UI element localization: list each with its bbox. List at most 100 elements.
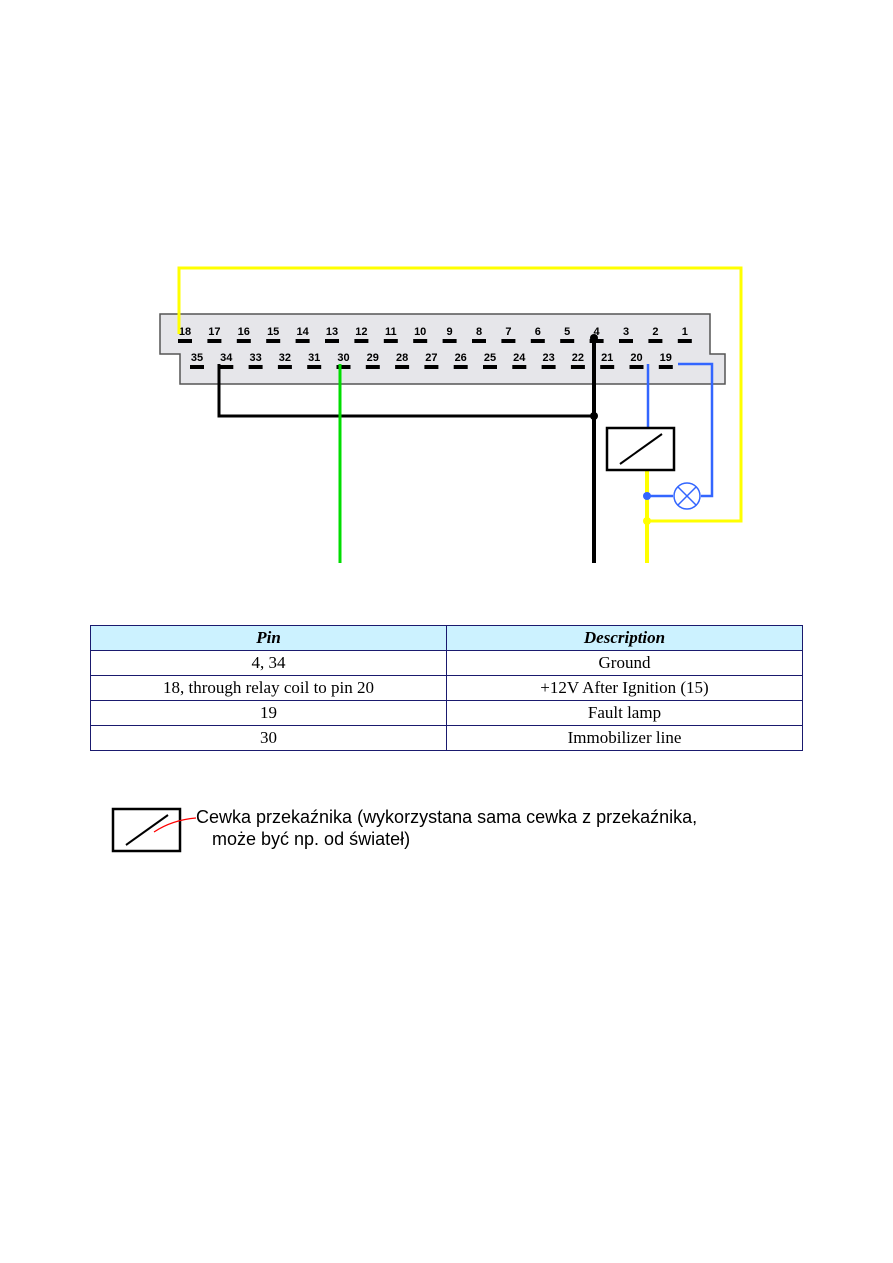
legend-pointer xyxy=(153,817,197,833)
connector-body xyxy=(159,313,726,385)
top-pin-bar-6 xyxy=(530,339,545,343)
ground-wire-34 xyxy=(217,364,594,418)
top-pin-bar-3 xyxy=(619,339,633,343)
top-pin-13: 13 xyxy=(326,326,338,338)
cell-pin: 19 xyxy=(90,700,447,726)
top-pin-bar-2 xyxy=(648,339,663,343)
legend-relay-coil xyxy=(111,807,197,853)
top-pin-18: 18 xyxy=(179,326,191,338)
bottom-pin-bar-23 xyxy=(541,365,556,369)
bottom-pin-bar-26 xyxy=(453,365,468,369)
bottom-pin-bar-29 xyxy=(365,365,380,369)
top-pin-5: 5 xyxy=(564,326,570,338)
bottom-pin-bar-34 xyxy=(219,365,234,369)
cell-pin: 4, 34 xyxy=(90,650,447,676)
bottom-pin-30: 30 xyxy=(337,352,349,364)
bottom-pin-bar-19 xyxy=(658,365,673,369)
table-row: 18, through relay coil to pin 20 +12V Af… xyxy=(90,675,803,701)
lamp-junction xyxy=(643,492,651,500)
bottom-pin-bar-20 xyxy=(629,365,644,369)
table-row: 19 Fault lamp xyxy=(90,700,803,726)
top-pin-bar-15 xyxy=(266,339,281,343)
bottom-pin-bar-24 xyxy=(512,365,527,369)
top-pin-17: 17 xyxy=(208,326,220,338)
top-pin-bar-10 xyxy=(413,339,428,343)
ignition-junction xyxy=(643,517,651,525)
header-description: Description xyxy=(446,625,803,651)
header-pin: Pin xyxy=(90,625,447,651)
bottom-pin-19: 19 xyxy=(660,352,672,364)
bottom-pin-22: 22 xyxy=(572,352,584,364)
bottom-pin-bar-35 xyxy=(190,365,204,369)
table-row: 30 Immobilizer line xyxy=(90,725,803,751)
legend-caption: Cewka przekaźnika (wykorzystana sama cew… xyxy=(196,806,697,850)
top-pin-14: 14 xyxy=(296,326,309,338)
bottom-pin-bar-22 xyxy=(570,365,585,369)
bottom-pin-35: 35 xyxy=(191,352,203,364)
bottom-pin-bar-25 xyxy=(483,365,497,369)
bottom-pin-23: 23 xyxy=(542,352,554,364)
bottom-pin-29: 29 xyxy=(367,352,379,364)
legend-line-1: Cewka przekaźnika (wykorzystana sama cew… xyxy=(196,807,698,827)
ground-junction xyxy=(590,412,598,420)
top-pin-3: 3 xyxy=(623,326,629,338)
top-pin-12: 12 xyxy=(355,326,367,338)
top-pin-bar-9 xyxy=(442,339,457,343)
top-pin-bar-12 xyxy=(354,339,369,343)
relay-coil-icon xyxy=(605,426,676,472)
top-pin-9: 9 xyxy=(447,326,453,338)
cell-description: Immobilizer line xyxy=(446,725,803,751)
bottom-pin-28: 28 xyxy=(396,352,408,364)
top-pin-bar-18 xyxy=(178,339,192,343)
top-pin-bar-5 xyxy=(560,339,575,343)
top-pin-bar-1 xyxy=(677,339,692,343)
cell-description: +12V After Ignition (15) xyxy=(446,675,803,701)
bottom-pin-34: 34 xyxy=(220,352,233,364)
table-row: 4, 34 Ground xyxy=(90,650,803,676)
top-pin-bar-16 xyxy=(236,339,251,343)
top-pin-11: 11 xyxy=(385,326,397,338)
legend-line-2: może być np. od świateł) xyxy=(212,829,411,849)
bottom-pin-bar-27 xyxy=(424,365,439,369)
bottom-pin-26: 26 xyxy=(455,352,467,364)
top-pin-1: 1 xyxy=(682,326,688,338)
bottom-pin-bar-32 xyxy=(277,365,292,369)
top-pin-bar-17 xyxy=(207,339,222,343)
bottom-pin-33: 33 xyxy=(249,352,261,364)
bottom-pin-32: 32 xyxy=(279,352,291,364)
relay-coil-legend-icon xyxy=(111,807,182,853)
top-pin-8: 8 xyxy=(476,326,482,338)
bottom-pin-20: 20 xyxy=(630,352,642,364)
cell-pin: 18, through relay coil to pin 20 xyxy=(90,675,447,701)
top-pin-7: 7 xyxy=(505,326,511,338)
bottom-pin-27: 27 xyxy=(425,352,437,364)
cell-pin: 30 xyxy=(90,725,447,751)
bottom-pin-25: 25 xyxy=(484,352,496,364)
bottom-pin-31: 31 xyxy=(308,352,320,364)
table-header-row: Pin Description xyxy=(90,625,803,651)
ground-junction-top xyxy=(590,334,598,342)
top-pin-4: 4 xyxy=(594,326,601,338)
bottom-pin-bar-28 xyxy=(395,365,410,369)
top-pin-6: 6 xyxy=(535,326,541,338)
cell-description: Ground xyxy=(446,650,803,676)
bottom-pin-bar-30 xyxy=(336,365,351,369)
top-pin-16: 16 xyxy=(238,326,250,338)
top-pin-bar-14 xyxy=(295,339,310,343)
pin-table: Pin Description 4, 34 Ground 18, through… xyxy=(90,625,803,751)
bottom-pin-bar-31 xyxy=(307,365,322,369)
top-pin-bar-7 xyxy=(501,339,516,343)
top-pin-2: 2 xyxy=(652,326,658,338)
fault-lamp-icon xyxy=(673,482,701,510)
bottom-pin-bar-21 xyxy=(600,365,615,369)
top-pin-15: 15 xyxy=(267,326,279,338)
ignition-wire xyxy=(177,266,743,523)
fault-lamp-wire-19 xyxy=(678,362,714,498)
top-pin-bar-13 xyxy=(325,339,339,343)
top-pin-bar-11 xyxy=(383,339,398,343)
bottom-pin-24: 24 xyxy=(513,352,526,364)
bottom-pin-21: 21 xyxy=(601,352,613,364)
top-pin-10: 10 xyxy=(414,326,426,338)
top-pin-bar-8 xyxy=(472,339,486,343)
